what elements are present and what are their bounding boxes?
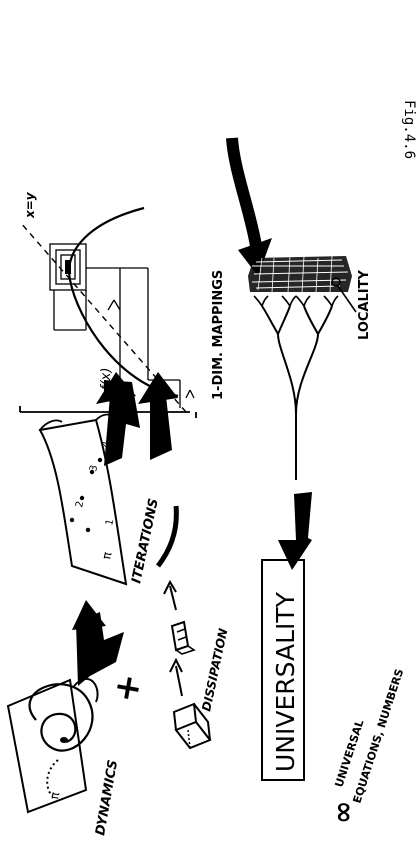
figure-label: Fig.4.6 xyxy=(401,100,416,159)
mappings-sketch xyxy=(19,206,197,418)
mappings-label: 1-DIM. MAPPINGS xyxy=(211,270,226,400)
infinity-symbol: ∞ xyxy=(326,801,359,824)
iterations-plane-symbol: π xyxy=(99,551,114,561)
arrow-locality-to-universality xyxy=(278,492,312,570)
arrow-head-dissipation xyxy=(138,372,178,404)
arrow-dynamics-to-iterations xyxy=(76,612,124,686)
dissipation-label: DISSIPATION xyxy=(199,627,230,713)
function-label: f(x) xyxy=(99,368,114,390)
plus-sign: + xyxy=(105,671,149,706)
iterations-label: ITERATIONS xyxy=(129,497,162,585)
arrow-iterations-to-mappings xyxy=(104,380,140,466)
locality-sketch xyxy=(248,255,357,480)
arrow-head-mappings xyxy=(238,238,272,276)
iteration-point-2: 2 xyxy=(74,500,86,509)
arrow-mappings-to-locality xyxy=(226,137,262,248)
universality-title: UNIVERSALITY xyxy=(271,591,300,772)
dynamics-label: DYNAMICS xyxy=(93,759,121,837)
arrow-head-dynamics xyxy=(72,600,106,630)
dynamics-plane-symbol: π xyxy=(47,791,62,801)
dissipation-sketch xyxy=(156,505,212,750)
universality-box xyxy=(261,559,305,781)
locality-label: LOCALITY xyxy=(357,270,372,340)
iteration-point-3: 3 xyxy=(88,464,100,473)
dynamics-sketch: π xyxy=(6,677,99,814)
diagonal-label: x=y xyxy=(23,191,37,219)
arrow-dissipation-to-mappings xyxy=(150,396,172,460)
arrow-head-iterations xyxy=(96,372,136,404)
iteration-point-1: 1 xyxy=(104,518,116,527)
